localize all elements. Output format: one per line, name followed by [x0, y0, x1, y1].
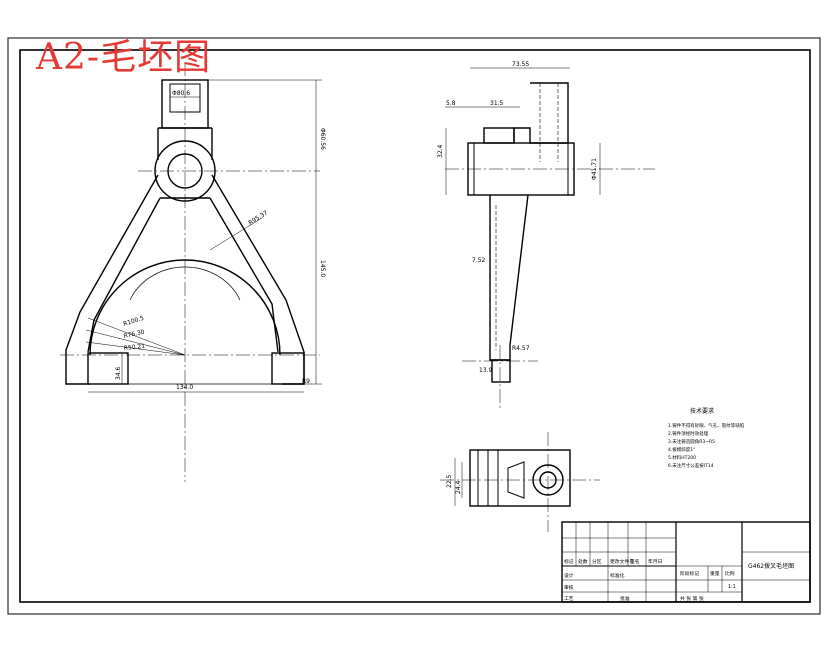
tb-label-mark: 标记 [564, 558, 574, 565]
tb-approve: 批准 [620, 595, 630, 602]
tech-req-line-5: 5.材料HT200 [668, 454, 696, 461]
bottom-hole-outer [532, 464, 564, 496]
dim-label-bottom-width: 134.0 [176, 384, 193, 391]
tb-label-sign: 签名 [630, 558, 640, 565]
leader-r1 [87, 317, 186, 356]
bottom-block [469, 449, 571, 507]
tb-drawing-name: G462拨叉毛坯图 [748, 562, 794, 570]
side-hub-flange-r [567, 142, 575, 196]
bottom-view-labels: 22.5 24.4 [446, 474, 462, 494]
title-block-frame [561, 521, 811, 603]
inner-frame [19, 49, 811, 603]
side-label-top: 73.55 [512, 61, 529, 68]
outer-frame [7, 37, 821, 615]
side-hub-flange-l [467, 142, 475, 196]
title-block-text: 标记 处数 分区 更改文件号 签名 年月日 设计 标准化 审核 工艺 批准 阶段… [564, 558, 794, 602]
front-view [60, 62, 322, 482]
tech-req-heading: 技术要求 [690, 407, 714, 415]
bottom-view [440, 432, 600, 532]
tb-craft: 工艺 [564, 596, 574, 602]
tech-req-line-4: 4.拔模斜度1° [668, 446, 695, 453]
tb-weight: 重量 [710, 570, 720, 577]
leader-r-arm [209, 217, 263, 251]
side-label-right: Φ41.71 [591, 158, 598, 180]
tb-label-zone: 分区 [592, 558, 602, 565]
dim-label-r3: R50.21 [123, 343, 145, 352]
dim-label-radius-arm: R95.37 [247, 209, 269, 226]
leader-r2 [85, 329, 186, 356]
side-view [445, 67, 655, 410]
tech-requirements: 技术要求 1.铸件不得有砂眼、气孔、裂纹等缺陷 2.铸件须经时效处理 3.未注铸… [668, 407, 745, 469]
tb-scale: 比例 [725, 570, 735, 577]
title-block [561, 521, 811, 603]
leader-r3 [85, 341, 186, 356]
side-label-bottom: 13.9 [479, 367, 493, 374]
tb-standard: 标准化 [610, 572, 625, 579]
fork-arc-hidden [129, 266, 241, 301]
bottom-label-h1: 22.5 [446, 474, 453, 488]
side-view-labels: 73.55 5.8 31.5 32.4 Φ41.71 7.52 13.9 R4.… [437, 61, 598, 374]
dim-label-top-width: Φ80.6 [172, 90, 190, 97]
side-label-d2: 31.5 [490, 100, 504, 107]
tb-stage: 阶段标记 [680, 570, 699, 577]
front-view-labels: Φ80.6 Φ60.56 145.0 R95.37 R100.5 R76.30 … [115, 90, 326, 391]
left-arm-inner [87, 197, 161, 353]
right-arm-inner [209, 197, 279, 353]
tb-label-date: 年月日 [648, 558, 662, 565]
dim-label-bottom-r: R9 [302, 378, 310, 385]
bottom-notch [507, 461, 525, 499]
tech-req-line-6: 6.未注尺寸公差按IT14 [668, 462, 714, 469]
dim-label-height-total: 145.0 [319, 260, 326, 277]
tb-scale-value: 1:1 [728, 584, 736, 590]
hub-inner [167, 153, 203, 189]
dim-label-height-top: Φ60.56 [319, 128, 326, 150]
tech-req-line-2: 2.铸件须经时效处理 [668, 430, 709, 437]
side-step [483, 127, 515, 144]
side-tip [491, 359, 511, 383]
side-label-d1: 5.8 [446, 100, 456, 107]
right-pad [271, 352, 305, 385]
tb-label-doc: 更改文件号 [610, 558, 634, 565]
dim-label-r1: R100.5 [122, 315, 145, 328]
bottom-label-h2: 24.4 [455, 480, 462, 494]
tb-review: 审核 [564, 584, 574, 591]
tb-sheets: 共 张 第 张 [680, 595, 704, 602]
hub-outer [154, 140, 216, 202]
side-boss [513, 82, 569, 144]
tb-design: 设计 [564, 572, 574, 579]
dim-label-slot: 34.6 [115, 366, 122, 380]
side-label-r-small: R4.57 [512, 345, 530, 352]
left-pad [87, 352, 129, 385]
tb-label-count: 处数 [578, 558, 588, 565]
left-arm-outer [65, 174, 159, 385]
side-label-mid: 7.52 [472, 257, 486, 264]
fork-arc-inner [89, 259, 281, 356]
sheet-title: A2-毛坯图 [36, 37, 212, 78]
tech-req-line-3: 3.未注铸造圆角R3~R5 [668, 438, 715, 445]
bottom-hole-inner [539, 471, 557, 489]
side-label-left: 32.4 [437, 144, 444, 158]
tech-req-line-1: 1.铸件不得有砂眼、气孔、裂纹等缺陷 [668, 422, 745, 429]
dim-label-r2: R76.30 [123, 329, 146, 340]
boss-slot [169, 83, 201, 113]
